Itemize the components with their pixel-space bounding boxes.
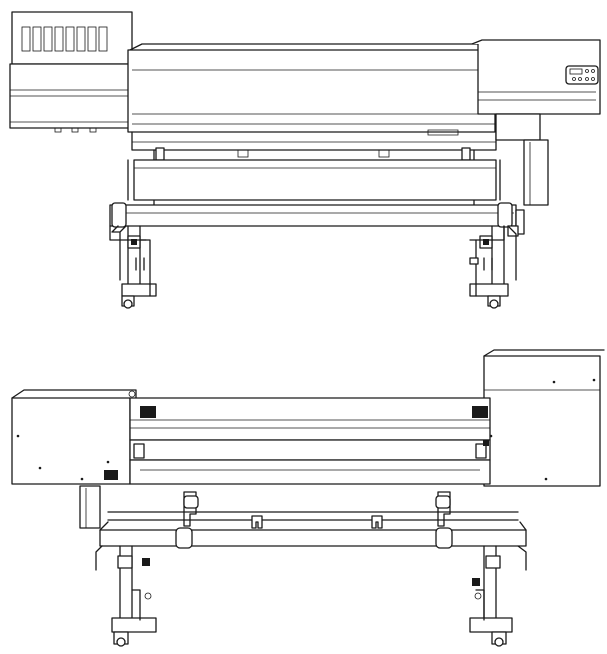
caster-wheel: [113, 631, 129, 647]
printer-rear-view: [11, 349, 605, 647]
vent-grille: [104, 470, 118, 480]
control-panel-module: [471, 39, 601, 206]
rear-stand: [95, 545, 527, 647]
rear-main-body: [128, 390, 491, 485]
take-up-roller: [109, 202, 525, 237]
caster-wheel: [491, 631, 507, 647]
ink-cartridge-unit: [9, 11, 133, 133]
vent-grille: [140, 406, 156, 418]
caster-wheel: [121, 295, 135, 309]
front-cover-handle: [427, 129, 459, 136]
side-cabinet: [523, 139, 549, 206]
caster-wheel: [487, 295, 501, 309]
printer-front-view: [9, 11, 601, 309]
printer-main-body: [127, 43, 497, 151]
media-holder: [183, 491, 451, 527]
media-feed-area: [127, 147, 501, 206]
rear-right-module: [483, 349, 605, 487]
media-roll-shaft: [99, 521, 527, 549]
rear-left-module: [11, 389, 137, 485]
rear-side-cabinet: [79, 485, 101, 529]
front-stand: [109, 225, 517, 309]
vent-grille: [472, 406, 488, 418]
rear-crossbar: [107, 511, 519, 529]
operation-panel: [565, 65, 599, 85]
ink-cartridge-slots: [21, 26, 108, 52]
